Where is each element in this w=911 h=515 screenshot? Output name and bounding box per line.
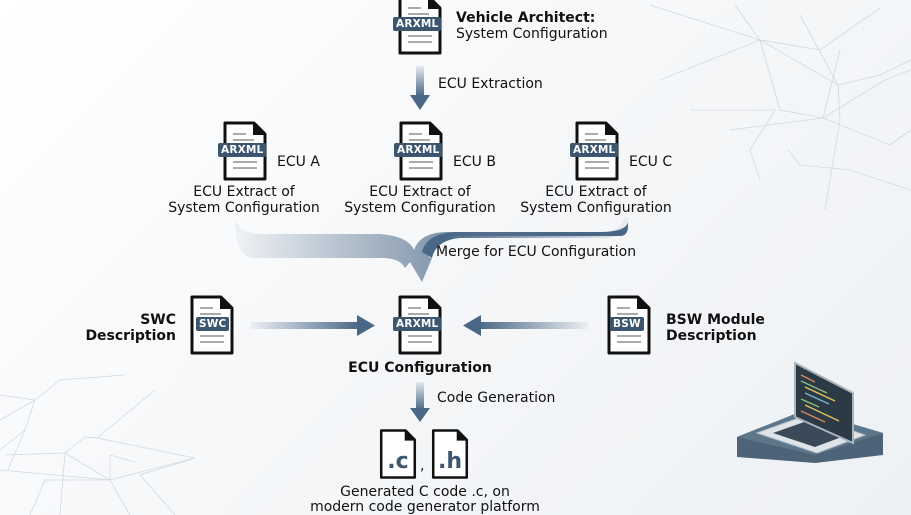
extraction-arrow (410, 66, 430, 110)
ecu-a-label: ECU A (277, 154, 320, 170)
ecu-a-arxml-file-icon: ARXML (218, 120, 268, 182)
codegen-arrow (410, 382, 430, 422)
ecu-a-desc-line1: ECU Extract of (193, 184, 295, 200)
bsw-badge: BSW (610, 317, 644, 331)
ecu-b-arxml-file-icon: ARXML (394, 120, 444, 182)
arxml-badge: ARXML (570, 143, 619, 157)
ecu-c-desc-line1: ECU Extract of (545, 184, 647, 200)
swc-file-icon: SWC (189, 294, 235, 356)
merge-label: Merge for ECU Configuration (436, 244, 637, 260)
ecu-c-arxml-file-icon: ARXML (570, 120, 620, 182)
generated-code-line1: Generated C code .c, on (340, 484, 510, 500)
laptop-illustration (737, 361, 883, 463)
arxml-badge: ARXML (393, 317, 442, 331)
bsw-file-icon: BSW (606, 294, 652, 356)
merge-arrow (235, 218, 628, 282)
h-file-label: .h (437, 449, 463, 474)
arxml-file-icon: ARXML (393, 0, 443, 56)
bsw-label-line1: BSW Module (666, 312, 765, 328)
swc-arrow (250, 315, 375, 336)
system-configuration-label: System Configuration (456, 26, 608, 42)
arxml-badge: ARXML (218, 143, 267, 157)
ecu-extraction-label: ECU Extraction (438, 76, 543, 92)
arxml-badge: ARXML (394, 143, 443, 157)
ecu-configuration-label: ECU Configuration (348, 360, 492, 376)
ecu-b-desc-line2: System Configuration (344, 200, 496, 216)
bsw-label-line2: Description (666, 328, 757, 344)
ecu-config-arxml-file-icon: ARXML (393, 294, 443, 356)
generated-code-line2: modern code generator platform (310, 499, 540, 515)
ecu-c-desc-line2: System Configuration (520, 200, 672, 216)
ecu-c-label: ECU C (629, 154, 673, 170)
ecu-b-label: ECU B (453, 154, 496, 170)
file-separator: , (420, 458, 425, 474)
bsw-arrow (463, 315, 588, 336)
swc-label-line1: SWC (140, 312, 176, 328)
h-header-file-icon: .h (430, 428, 470, 480)
swc-label-line2: Description (85, 328, 176, 344)
code-generation-label: Code Generation (437, 390, 556, 406)
c-source-file-icon: .c (378, 428, 418, 480)
swc-badge: SWC (196, 317, 230, 331)
c-file-label: .c (387, 449, 409, 474)
ecu-b-desc-line1: ECU Extract of (369, 184, 471, 200)
ecu-a-desc-line2: System Configuration (168, 200, 320, 216)
vehicle-architect-title: Vehicle Architect: (456, 10, 596, 26)
arxml-badge: ARXML (393, 17, 442, 31)
